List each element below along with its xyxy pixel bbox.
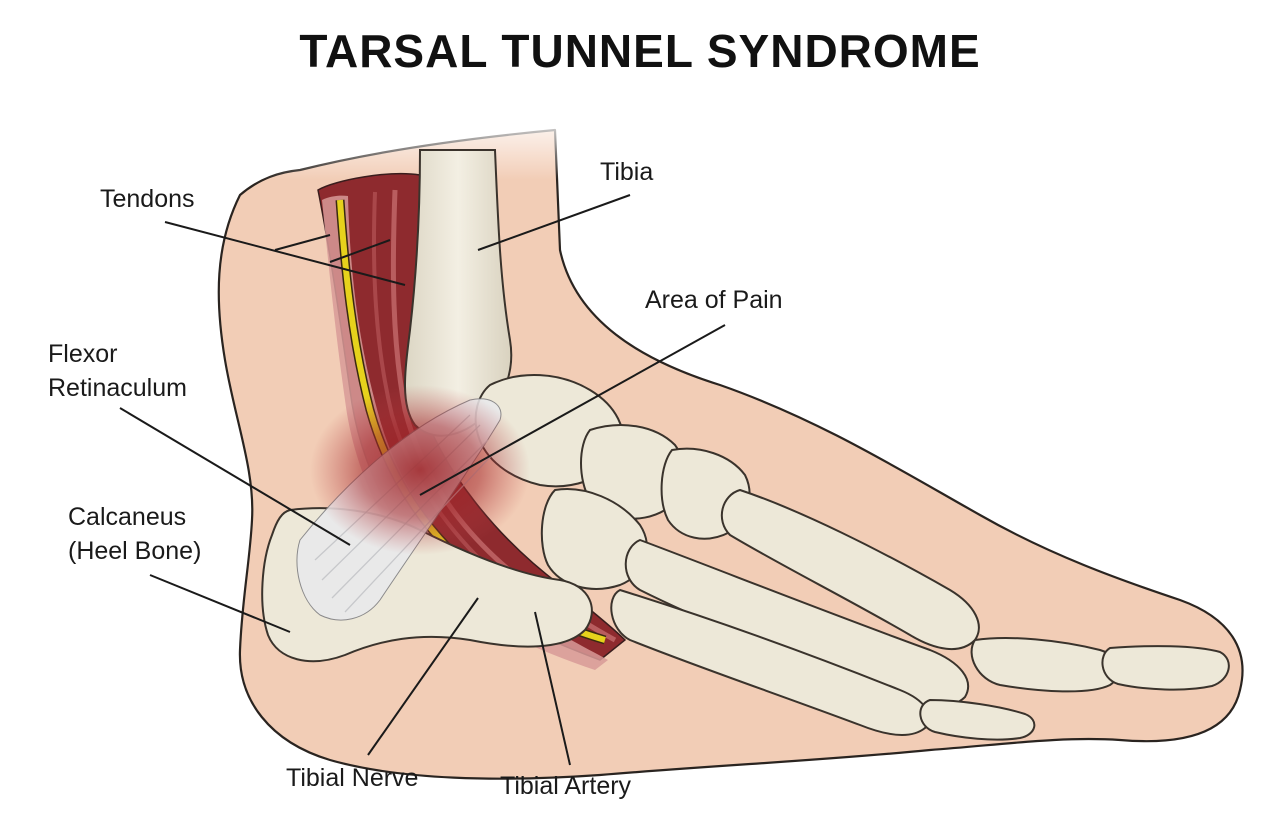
- tibial-nerve-label: Tibial Nerve: [286, 764, 418, 792]
- area-of-pain-leader: [419, 324, 726, 496]
- tendons-leader-3: [329, 239, 391, 263]
- cuneiform-bone-2: [540, 488, 649, 590]
- metatarsal-bone-3: [610, 589, 930, 736]
- flexor-retinaculum-label-line1: Flexor: [48, 340, 117, 368]
- phalanx-bone-3: [919, 699, 1036, 741]
- leg-fade: [200, 110, 600, 180]
- pain-area: [310, 385, 530, 555]
- tibial-nerve-leader: [367, 597, 479, 756]
- area-of-pain-label: Area of Pain: [645, 286, 783, 314]
- calcaneus-label-line1: Calcaneus: [68, 503, 186, 531]
- tibial-artery-label: Tibial Artery: [500, 772, 632, 800]
- diagram-title: TARSAL TUNNEL SYNDROME: [299, 25, 981, 77]
- phalanx-bone-2: [1101, 645, 1230, 691]
- tibial-artery-leader: [534, 611, 571, 766]
- tendons-leader: [164, 221, 406, 286]
- calcaneus-label-line2: (Heel Bone): [68, 537, 201, 565]
- flexor-retinaculum-leader: [119, 407, 351, 546]
- phalanx-bone-1: [970, 637, 1120, 693]
- tendons-label: Tendons: [100, 185, 195, 213]
- tibia-label: Tibia: [600, 158, 653, 186]
- flexor-retinaculum-label-line2: Retinaculum: [48, 374, 187, 402]
- tibia-leader: [477, 194, 631, 251]
- calcaneus-leader: [149, 574, 291, 633]
- tendons-leader-2: [274, 234, 331, 251]
- metatarsal-bone-1: [720, 489, 980, 651]
